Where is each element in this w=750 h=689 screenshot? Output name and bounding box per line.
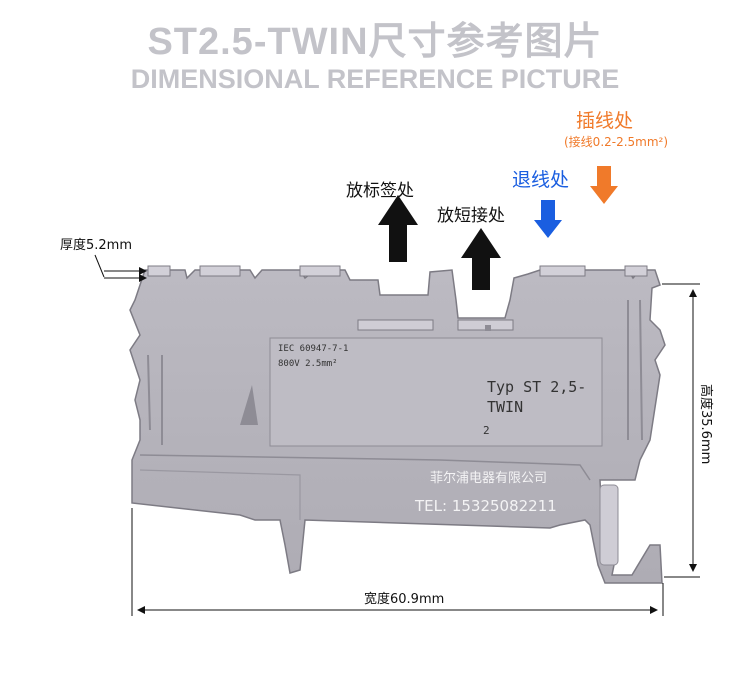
marking-line-1: IEC 60947-7-1 [278,344,348,354]
triangle-recess [240,385,258,425]
foot-edge [139,454,591,481]
arrow-down-insert-icon [590,166,618,204]
foot-hook [599,484,619,566]
watermark-tel: TEL: 15325082211 [414,497,557,515]
insert-wire-callout: 插线处 [576,110,634,132]
page-title: ST2.5-TWIN尺寸参考图片 [147,21,603,63]
thickness-leader [94,254,105,278]
height-label: 高度35.6mm [698,384,713,465]
label-slot [357,319,434,331]
top-tooth [539,265,586,277]
bridge-slot-mark [485,325,491,331]
type-line-1: Typ ST 2,5- [487,378,586,396]
short-insert-callout: 放短接处 [437,206,505,226]
insert-wire-range: (接线0.2-2.5mm²) [564,135,669,149]
left-clip [147,354,163,445]
type-line-2: TWIN [487,398,523,416]
thickness-label: 厚度5.2mm [60,238,133,253]
arrow-up-short-icon [461,228,501,290]
page-subtitle: DIMENSIONAL REFERENCE PICTURE [130,64,620,94]
foot-channel [139,469,301,520]
top-tooth [199,265,241,277]
top-tooth [299,265,341,277]
width-label: 宽度60.9mm [364,592,445,607]
watermark-company: 菲尔浦电器有限公司 [430,471,547,486]
marking-panel [269,337,603,447]
small-digit: 2 [483,424,490,437]
top-tooth [147,265,171,277]
marking-line-2: 800V 2.5mm² [278,359,338,369]
label-position-callout: 放标签处 [346,181,414,201]
arrow-down-release-icon [534,200,562,238]
right-clip [627,299,643,441]
arrow-up-label-icon [378,195,418,262]
top-tooth [624,265,648,277]
release-callout: 退线处 [512,169,570,191]
